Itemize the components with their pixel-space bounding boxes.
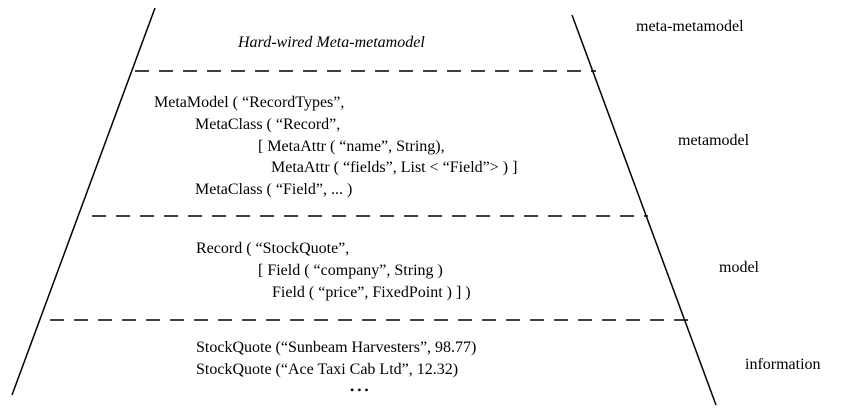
meta-metamodel-text: Hard-wired Meta-metamodel [237,34,425,51]
metamodel-line: MetaClass ( “Field”, ... ) [195,181,352,198]
model-line: Field ( “price”, FixedPoint ) ] ) [272,284,471,301]
metamodel-line: [ MetaAttr ( “name”, String), [258,138,445,155]
metamodel-line: MetaAttr ( “fields”, List < “Field”> ) ] [271,159,517,176]
metamodel-line: MetaModel ( “RecordTypes”, [154,94,344,111]
trapezoid-left-edge [11,7,156,396]
information-ellipsis: • • • [350,383,369,397]
information-line: StockQuote (“Ace Taxi Cab Ltd”, 12.32) [196,361,458,378]
level-label-metamodel: metamodel [678,132,750,149]
model-line: Record ( “StockQuote”, [196,240,349,257]
trapezoid-right-edge [571,14,717,406]
level-label-information: information [745,356,821,373]
metamodel-line: MetaClass ( “Record”, [195,116,340,133]
model-line: [ Field ( “company”, String ) [258,262,443,279]
information-line: StockQuote (“Sunbeam Harvesters”, 98.77) [196,339,476,356]
level-label-meta-metamodel: meta-metamodel [636,18,744,35]
level-label-model: model [719,259,760,276]
